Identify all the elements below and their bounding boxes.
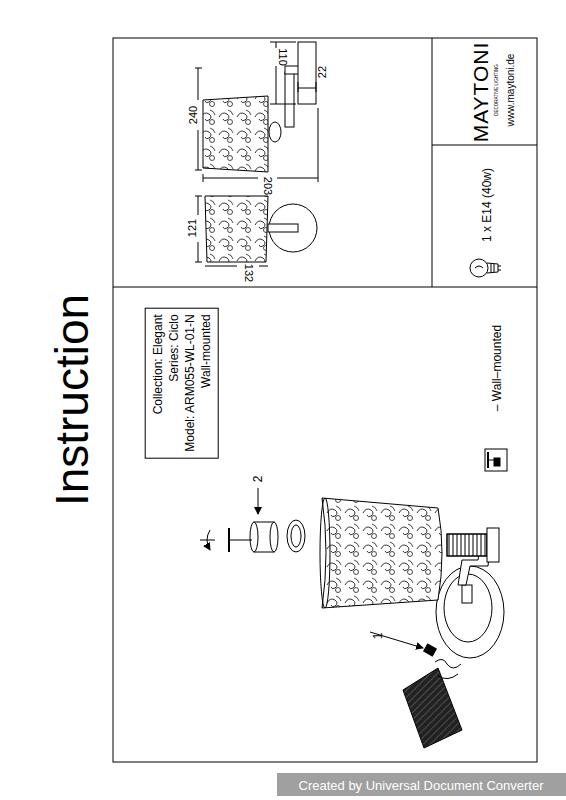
info-line: Series: Ciclo — [165, 314, 181, 451]
model-info-box: Collection: ElegantSeries: CicloModel: A… — [144, 307, 218, 458]
bulb-spec: 1 x E14 (40w) — [481, 168, 493, 242]
dimension: 22 — [317, 66, 328, 78]
info-line: Wall-mounted — [197, 314, 213, 451]
dimension: 240 — [188, 106, 199, 124]
info-line: Model: ARM055-WL-01-N — [181, 314, 197, 451]
mount-type: – Wall–mounted — [491, 325, 503, 411]
dimension: 203 — [262, 177, 273, 195]
dimension: 132 — [243, 264, 254, 282]
callout-number: 2 — [252, 476, 264, 483]
brand-tagline: DECORATIVE LIGHTING — [495, 64, 500, 115]
brand-name: MAYTONI — [470, 42, 491, 143]
info-line: Collection: Elegant — [149, 314, 165, 451]
watermark: Created by Universal Document Converter — [299, 779, 544, 792]
page-title: Instruction — [49, 294, 95, 506]
callout-number: 1 — [372, 633, 384, 640]
website: www.maytoni.de — [506, 54, 516, 127]
dimension: 110 — [277, 48, 288, 66]
dimension: 121 — [187, 219, 198, 237]
